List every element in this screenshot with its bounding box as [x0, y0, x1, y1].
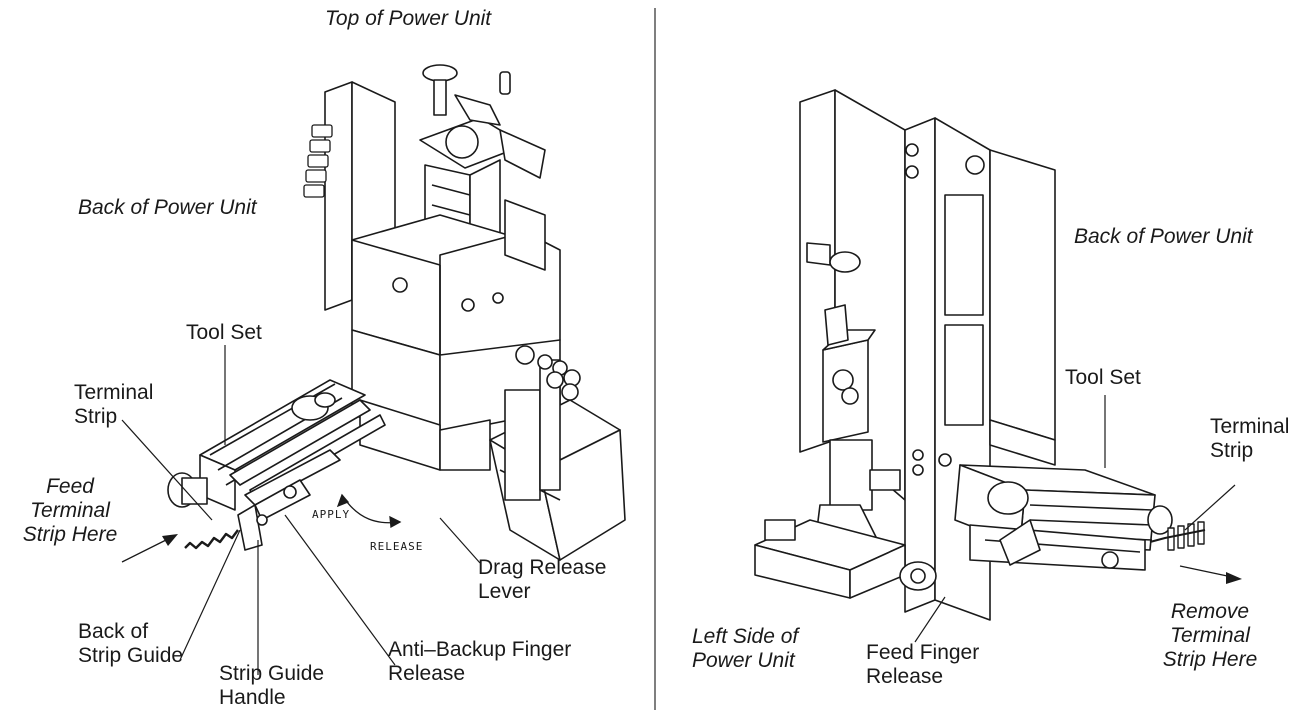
- left-leader-lines: [121, 345, 481, 675]
- apply-release-arrow: [336, 493, 402, 529]
- label-drag-release-lever: Drag Release Lever: [478, 556, 607, 603]
- label-back-of-power-unit-right: Back of Power Unit: [1074, 225, 1253, 248]
- label-apply: APPLY: [312, 508, 351, 521]
- label-strip-guide-handle: Strip Guide Handle: [219, 662, 325, 709]
- right-power-unit-drawing: [754, 89, 1206, 621]
- label-anti-backup-finger-release: Anti–Backup Finger Release: [388, 638, 572, 685]
- label-remove-terminal-strip-here: Remove Terminal Strip Here: [1162, 600, 1258, 671]
- remove-strip-arrow: [1179, 565, 1242, 584]
- label-left-side-of-power-unit: Left Side of Power Unit: [692, 625, 799, 672]
- label-feed-finger-release: Feed Finger Release: [866, 641, 980, 688]
- label-tool-set-left: Tool Set: [186, 321, 262, 344]
- label-feed-terminal-strip-here: Feed Terminal Strip Here: [22, 475, 118, 546]
- feed-strip-arrow: [121, 534, 178, 563]
- label-release: RELEASE: [370, 540, 424, 553]
- label-terminal-strip-left: Terminal Strip: [74, 381, 154, 428]
- label-back-of-power-unit-left: Back of Power Unit: [78, 196, 257, 219]
- label-terminal-strip-right: Terminal Strip: [1210, 415, 1290, 462]
- label-back-of-strip-guide: Back of Strip Guide: [78, 620, 184, 667]
- label-tool-set-right: Tool Set: [1065, 366, 1141, 389]
- right-leader-lines: [914, 395, 1236, 643]
- left-power-unit-drawing: [167, 64, 626, 561]
- label-top-of-power-unit: Top of Power Unit: [325, 7, 492, 30]
